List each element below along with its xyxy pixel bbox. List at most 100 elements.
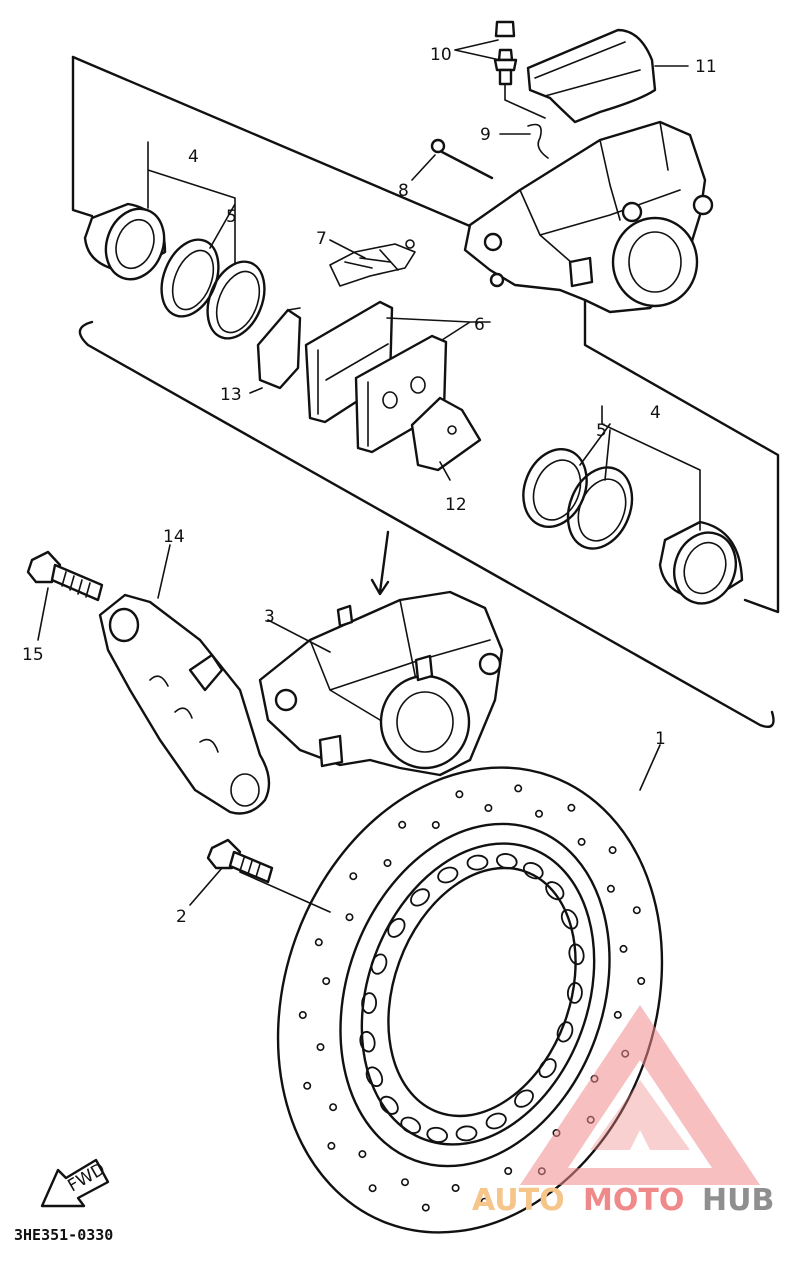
callout-labels: 10 11 9 8 4 5 7 6 13 12 4 5 14 15 3 1 2 xyxy=(22,45,717,927)
disc-drill-hole xyxy=(358,1150,367,1159)
disc-slot xyxy=(560,909,579,930)
disc-slot xyxy=(556,1021,574,1043)
brake-pads-part-6 xyxy=(304,300,448,454)
callout-1: 1 xyxy=(655,729,666,749)
callout-12: 12 xyxy=(445,495,467,515)
callout-6: 6 xyxy=(474,315,485,335)
disc-drill-hole xyxy=(637,976,646,985)
disc-drill-hole xyxy=(514,784,523,793)
disc-drill-hole xyxy=(632,906,641,915)
disc-slot xyxy=(522,862,544,880)
callout-13: 13 xyxy=(220,385,242,405)
callout-8: 8 xyxy=(398,181,409,201)
disc-slot xyxy=(514,1089,534,1108)
callout-2: 2 xyxy=(176,907,187,927)
disc-drill-hole xyxy=(345,913,354,922)
disc-holes xyxy=(298,784,646,1212)
disc-slot xyxy=(365,1066,384,1087)
disc-slot xyxy=(485,1112,507,1130)
callout-11: 11 xyxy=(695,57,717,77)
watermark-text-auto: AUTO xyxy=(472,1183,565,1218)
disc-drill-hole xyxy=(431,820,440,829)
disc-slot xyxy=(387,917,406,938)
disc-drill-hole xyxy=(455,790,464,799)
pad-support-part-12 xyxy=(410,396,482,472)
bleed-screw-part-10 xyxy=(493,20,546,119)
disc-drill-hole xyxy=(316,1043,325,1052)
callout-3: 3 xyxy=(264,607,275,627)
disc-drill-hole xyxy=(383,858,392,867)
piston-seals-part-5-right xyxy=(522,448,634,550)
piston-seals-part-5-left xyxy=(160,238,266,340)
pad-shim-part-13 xyxy=(256,307,302,390)
disc-slot xyxy=(379,1095,399,1115)
disc-slot xyxy=(568,943,585,966)
watermark-triangle-icon xyxy=(520,1005,760,1185)
piston-part-4-left xyxy=(83,202,167,281)
disc-slot xyxy=(410,888,430,907)
forward-arrow-icon: FWD xyxy=(40,1158,110,1208)
disc-slot xyxy=(538,1058,557,1079)
callout-4-right: 4 xyxy=(650,403,661,423)
callout-5-right: 5 xyxy=(596,421,607,441)
disc-drill-hole xyxy=(504,1167,513,1176)
diagram-code: 3HE351-0330 xyxy=(14,1226,113,1244)
caliper-cover-part-11 xyxy=(526,28,689,124)
disc-drill-hole xyxy=(368,1184,377,1193)
disc-drill-hole xyxy=(577,837,586,846)
retaining-pin-part-9 xyxy=(527,123,549,159)
disc-drill-hole xyxy=(314,938,323,947)
disc-drill-hole xyxy=(480,1197,489,1206)
disc-drill-hole xyxy=(606,884,615,893)
disc-slot xyxy=(566,982,583,1004)
disc-slot xyxy=(361,992,378,1014)
disc-slot xyxy=(426,1126,448,1143)
disc-drill-hole xyxy=(534,809,543,818)
disc-slot xyxy=(359,1030,376,1053)
disc-drill-hole xyxy=(451,1184,460,1193)
disc-slot xyxy=(455,1125,478,1142)
caliper-assembly-part-3 xyxy=(258,590,504,777)
disc-drill-hole xyxy=(303,1081,312,1090)
upper-caliper-body xyxy=(463,120,714,314)
disc-bolt-part-2 xyxy=(206,838,274,884)
disc-slot xyxy=(496,853,518,870)
callout-5-left: 5 xyxy=(226,207,237,227)
disc-slot xyxy=(400,1116,422,1134)
disc-drill-hole xyxy=(298,1010,307,1019)
watermark-logo: AUTO MOTO HUB xyxy=(472,1005,774,1218)
disc-drill-hole xyxy=(349,872,358,881)
disc-drill-hole xyxy=(421,1203,430,1212)
disc-drill-hole xyxy=(608,846,617,855)
watermark-text-hub: HUB xyxy=(702,1183,774,1218)
disc-drill-hole xyxy=(400,1178,409,1187)
leader-lines xyxy=(37,39,701,913)
disc-slot xyxy=(545,881,565,901)
watermark-inner-mark-icon xyxy=(590,1080,690,1150)
disc-drill-hole xyxy=(619,944,628,953)
callout-9: 9 xyxy=(480,125,491,145)
disc-slot xyxy=(437,866,459,884)
callout-10: 10 xyxy=(430,45,452,65)
disc-drill-hole xyxy=(322,977,331,986)
callout-7: 7 xyxy=(316,229,327,249)
disc-slot xyxy=(370,953,388,975)
disc-drill-hole xyxy=(613,1010,622,1019)
disc-slot xyxy=(466,854,489,871)
disc-drill-hole xyxy=(567,803,576,812)
disc-drill-hole xyxy=(327,1141,336,1150)
assembly-arrow xyxy=(370,530,390,596)
watermark-text-moto: MOTO xyxy=(583,1183,684,1218)
piston-part-4-right xyxy=(658,520,744,605)
caliper-bracket-part-14 xyxy=(98,593,271,815)
callout-14: 14 xyxy=(163,527,185,547)
disc-drill-hole xyxy=(484,803,493,812)
bolt-part-15 xyxy=(26,550,104,602)
callout-15: 15 xyxy=(22,645,44,665)
disc-drill-hole xyxy=(329,1103,338,1112)
callout-4-left: 4 xyxy=(188,147,199,167)
disc-drill-hole xyxy=(398,820,407,829)
pad-pin-part-8 xyxy=(430,138,494,180)
